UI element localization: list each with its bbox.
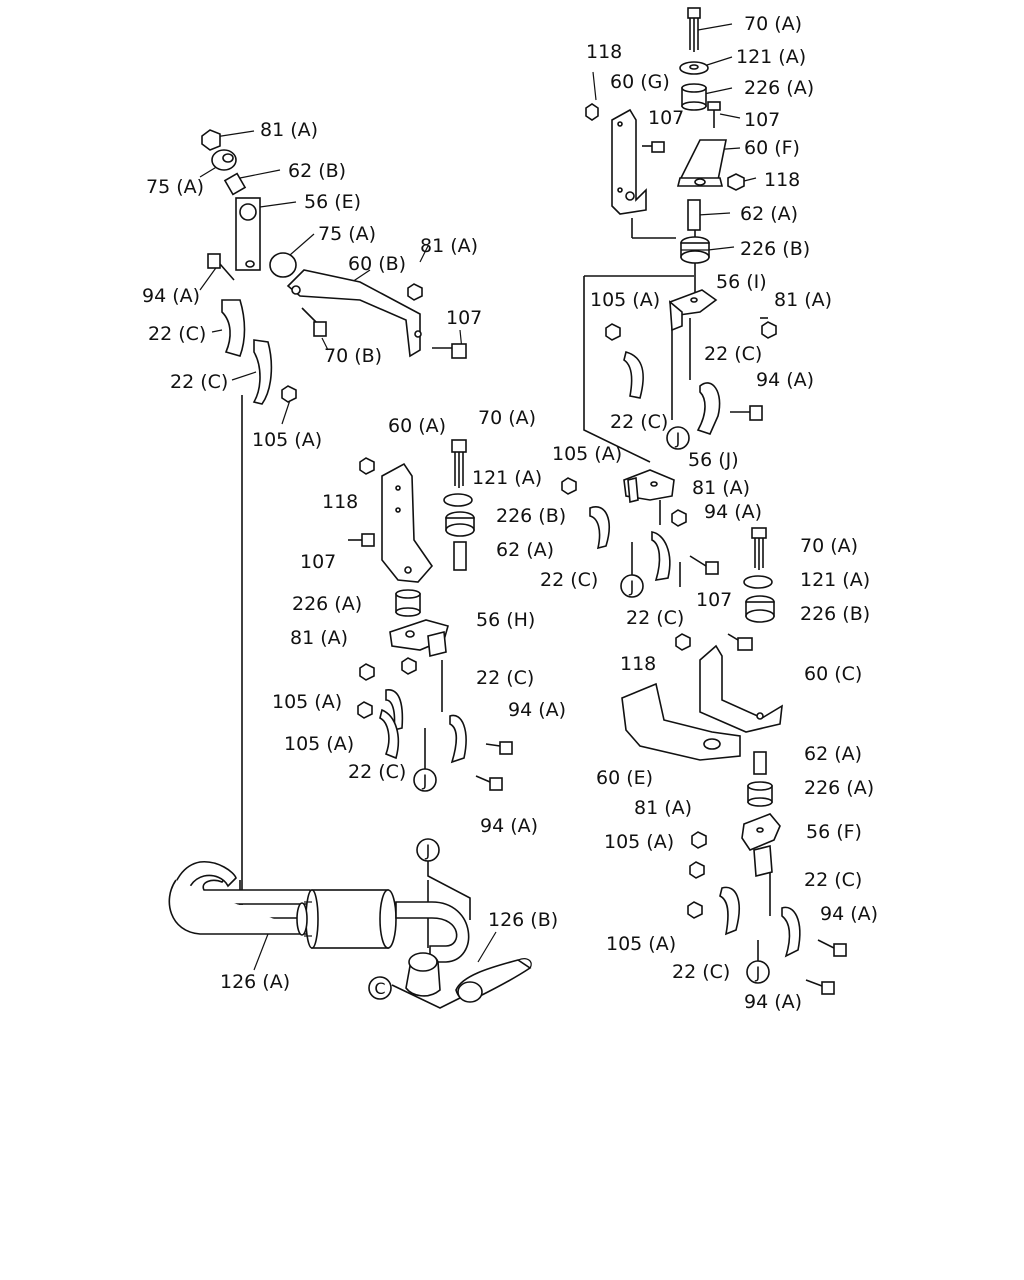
part-label: 94 (A) (508, 699, 566, 721)
reference-callouts: J J J J J C (368, 426, 770, 1000)
part-label: 94 (A) (142, 285, 200, 307)
svg-text:J: J (422, 771, 428, 790)
part-label: 81 (A) (634, 797, 692, 819)
part-label: 56 (F) (806, 821, 862, 843)
part-label: 118 (322, 491, 358, 513)
part-label: 70 (A) (744, 13, 802, 35)
part-label: 62 (A) (496, 539, 554, 561)
part-label: 22 (C) (626, 607, 684, 629)
part-label: 105 (A) (606, 933, 676, 955)
mount-assembly-lower-right (621, 527, 783, 807)
part-label: 126 (B) (488, 909, 558, 931)
part-label: 94 (A) (744, 991, 802, 1013)
part-label: 105 (A) (284, 733, 354, 755)
svg-text:J: J (755, 963, 761, 982)
part-label: 70 (B) (324, 345, 382, 367)
part-label: 105 (A) (252, 429, 322, 451)
part-label: 60 (A) (388, 415, 446, 437)
mount-assembly-top-right (585, 7, 745, 264)
part-label: 107 (696, 589, 732, 611)
part-label: 94 (A) (704, 501, 762, 523)
part-label: 56 (E) (304, 191, 361, 213)
part-label: 75 (A) (318, 223, 376, 245)
part-label: 22 (C) (170, 371, 228, 393)
part-label: 107 (446, 307, 482, 329)
part-label: 226 (B) (800, 603, 870, 625)
part-label: 105 (A) (272, 691, 342, 713)
mount-assembly-middle-left (348, 439, 513, 791)
part-label: 118 (620, 653, 656, 675)
part-label: 105 (A) (604, 831, 674, 853)
svg-text:J: J (675, 429, 681, 448)
svg-text:J: J (629, 577, 635, 596)
part-label: 81 (A) (290, 627, 348, 649)
part-label: 118 (586, 41, 622, 63)
clamp-assembly-56j (561, 469, 719, 582)
part-label: 105 (A) (552, 443, 622, 465)
part-label: 22 (C) (610, 411, 668, 433)
part-label: 60 (G) (610, 71, 670, 93)
part-label: 94 (A) (756, 369, 814, 391)
part-label: 121 (A) (736, 46, 806, 68)
part-label: 81 (A) (260, 119, 318, 141)
part-label: 22 (C) (540, 569, 598, 591)
part-label: 226 (A) (744, 77, 814, 99)
callout-j: J (746, 960, 770, 984)
part-label: 107 (744, 109, 780, 131)
part-label: 226 (B) (496, 505, 566, 527)
part-label: 94 (A) (480, 815, 538, 837)
part-label: 121 (A) (472, 467, 542, 489)
callout-c: C (368, 976, 392, 1000)
part-label: 22 (C) (348, 761, 406, 783)
part-labels: 70 (A) 121 (A) 226 (A) 107 60 (F) 118 62… (142, 13, 878, 1013)
part-label: 107 (300, 551, 336, 573)
part-label: 22 (C) (672, 961, 730, 983)
part-label: 60 (B) (348, 253, 406, 275)
svg-text:C: C (374, 979, 385, 998)
part-label: 94 (A) (820, 903, 878, 925)
part-label: 126 (A) (220, 971, 290, 993)
hose-assembly (168, 861, 532, 1003)
part-label: 56 (H) (476, 609, 535, 631)
callout-j: J (666, 426, 690, 450)
part-label: 226 (A) (804, 777, 874, 799)
mount-assembly-top-left (201, 129, 467, 405)
part-label: 62 (B) (288, 160, 346, 182)
part-label: 22 (C) (148, 323, 206, 345)
callout-j: J (416, 838, 440, 862)
part-label: 118 (764, 169, 800, 191)
callout-j: J (413, 768, 437, 792)
part-label: 70 (A) (478, 407, 536, 429)
part-label: 81 (A) (692, 477, 750, 499)
part-label: 60 (E) (596, 767, 653, 789)
part-label: 81 (A) (774, 289, 832, 311)
part-label: 22 (C) (476, 667, 534, 689)
part-label: 60 (F) (744, 137, 800, 159)
part-label: 75 (A) (146, 176, 204, 198)
part-label: 105 (A) (590, 289, 660, 311)
part-label: 56 (I) (716, 271, 767, 293)
clamp-assembly-56f (687, 813, 847, 995)
part-label: 121 (A) (800, 569, 870, 591)
part-label: 22 (C) (704, 343, 762, 365)
clamp-assembly-56i (605, 289, 777, 435)
part-label: 62 (A) (804, 743, 862, 765)
part-label: 107 (648, 107, 684, 129)
part-label: 22 (C) (804, 869, 862, 891)
callout-j: J (620, 574, 644, 598)
part-label: 70 (A) (800, 535, 858, 557)
svg-text:J: J (425, 841, 431, 860)
part-label: 226 (B) (740, 238, 810, 260)
part-label: 56 (J) (688, 449, 739, 471)
part-label: 226 (A) (292, 593, 362, 615)
part-label: 60 (C) (804, 663, 862, 685)
part-label: 62 (A) (740, 203, 798, 225)
part-label: 81 (A) (420, 235, 478, 257)
